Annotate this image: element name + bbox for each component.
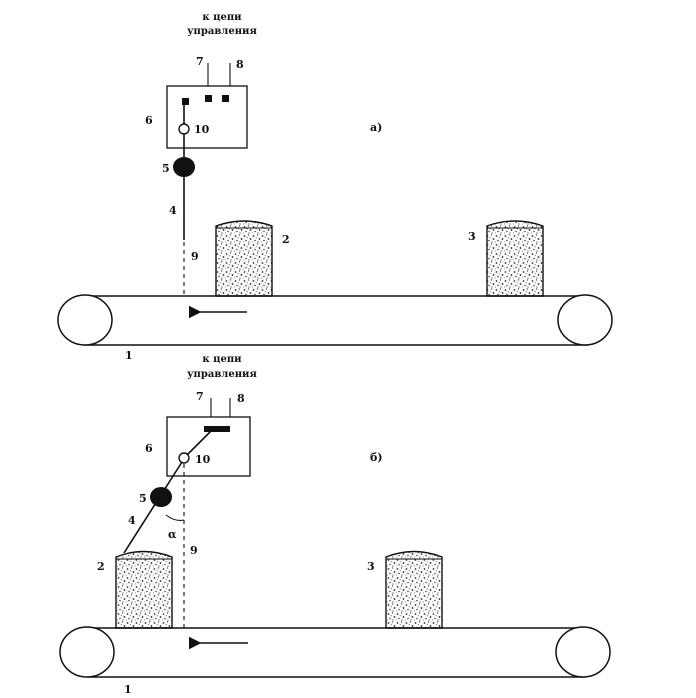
conveyor-pulley-right bbox=[557, 294, 613, 346]
movable-contact bbox=[182, 98, 189, 105]
label-3-b: 3 bbox=[367, 560, 375, 573]
label-7-b: 7 bbox=[196, 390, 204, 403]
pivot-10 bbox=[178, 123, 190, 135]
label-6: 6 bbox=[145, 114, 153, 127]
panel-b: к цепи управления 7 8 6 10 5 4 9 α б) 2 bbox=[59, 354, 611, 696]
label-6-b: 6 bbox=[145, 442, 153, 455]
label-7: 7 bbox=[196, 55, 204, 68]
contact-8 bbox=[222, 95, 229, 102]
panel-a-tag: а) bbox=[370, 121, 382, 134]
label-4: 4 bbox=[169, 204, 177, 217]
control-circuit-caption-line2: управления bbox=[187, 26, 257, 37]
label-4-b: 4 bbox=[128, 514, 136, 527]
pivot-10-b bbox=[178, 452, 190, 464]
lever-4-b bbox=[123, 461, 183, 554]
container-2 bbox=[215, 220, 273, 297]
label-9: 9 bbox=[191, 250, 199, 263]
counterweight-5 bbox=[173, 157, 195, 177]
label-1: 1 bbox=[125, 349, 133, 362]
label-5: 5 bbox=[162, 162, 170, 175]
contact-7 bbox=[205, 95, 212, 102]
label-1-b: 1 bbox=[124, 683, 132, 696]
label-5-b: 5 bbox=[139, 492, 147, 505]
conveyor-pulley-left-b bbox=[59, 626, 115, 678]
label-3: 3 bbox=[468, 230, 476, 243]
label-8-b: 8 bbox=[237, 392, 245, 405]
label-9-b: 9 bbox=[190, 544, 198, 557]
conveyor-pulley-right-b bbox=[555, 626, 611, 678]
control-circuit-caption-line2-b: управления bbox=[187, 369, 257, 380]
counterweight-5-b bbox=[150, 487, 172, 507]
label-2: 2 bbox=[282, 233, 290, 246]
container-3-b bbox=[385, 550, 443, 629]
panel-b-tag: б) bbox=[370, 451, 383, 464]
label-10: 10 bbox=[194, 123, 210, 136]
container-2-b bbox=[115, 550, 173, 629]
control-circuit-caption-line1: к цепи bbox=[202, 12, 242, 23]
label-2-b: 2 bbox=[97, 560, 105, 573]
angle-arc bbox=[165, 514, 185, 521]
control-circuit-caption-line1-b: к цепи bbox=[202, 354, 242, 365]
panel-a: к цепи управления 7 8 6 10 5 4 9 а) 2 3 bbox=[57, 12, 613, 362]
conveyor-pulley-left bbox=[57, 294, 113, 346]
closed-contact-bridge bbox=[204, 426, 230, 432]
label-8: 8 bbox=[236, 58, 244, 71]
lever-upper-arm bbox=[183, 427, 215, 459]
angle-alpha: α bbox=[168, 528, 177, 541]
label-10-b: 10 bbox=[195, 453, 211, 466]
container-3 bbox=[486, 220, 544, 297]
